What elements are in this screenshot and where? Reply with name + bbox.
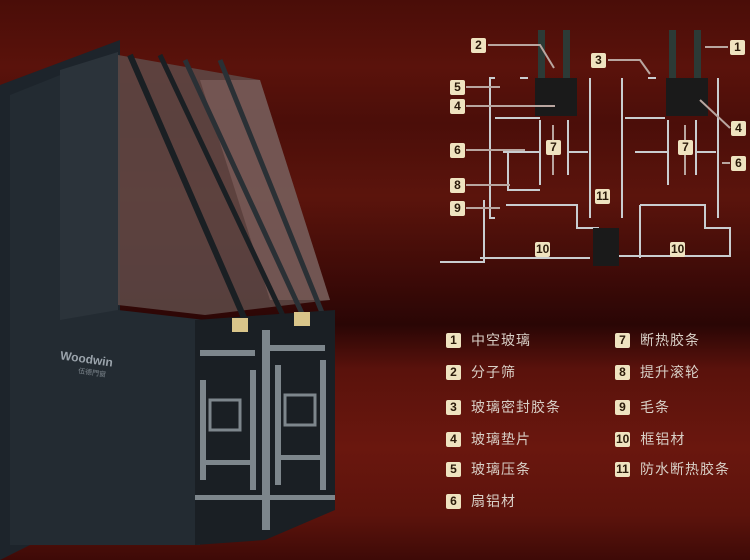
glass-edge xyxy=(157,53,288,322)
legend-text: 提升滚轮 xyxy=(640,365,700,381)
legend-item: 9 毛条 xyxy=(615,397,670,417)
callout-4-left: 4 xyxy=(450,99,465,114)
legend-number: 2 xyxy=(446,364,461,380)
callout-2: 2 xyxy=(471,38,486,53)
callout-5: 5 xyxy=(450,80,465,95)
callout-10-right: 10 xyxy=(670,242,686,257)
legend-item: 2 分子筛 xyxy=(446,362,516,382)
legend-item: 7 断热胶条 xyxy=(615,330,700,350)
frame-inner-edge xyxy=(60,52,118,320)
legend-number: 11 xyxy=(615,461,630,477)
legend-number: 3 xyxy=(446,399,461,415)
glass-spacer xyxy=(232,318,248,332)
profile-chambers xyxy=(195,330,335,530)
legend-text: 玻璃垫片 xyxy=(471,432,531,448)
callout-8: 8 xyxy=(450,178,465,193)
legend-number: 4 xyxy=(446,431,461,447)
legend-item: 3 玻璃密封胶条 xyxy=(446,397,561,417)
callout-6-right: 6 xyxy=(731,156,746,171)
legend-text: 玻璃密封胶条 xyxy=(471,400,561,416)
legend-text: 中空玻璃 xyxy=(471,333,531,349)
legend-number: 9 xyxy=(615,399,630,415)
callout-6-left: 6 xyxy=(450,143,465,158)
callout-9: 9 xyxy=(450,201,465,216)
legend-text: 框铝材 xyxy=(640,432,686,448)
glass-edge xyxy=(182,58,308,322)
glass-edge xyxy=(217,59,328,321)
callout-11: 11 xyxy=(595,189,610,204)
legend-item: 5 玻璃压条 xyxy=(446,459,531,479)
legend-number: 10 xyxy=(615,431,631,447)
legend-number: 5 xyxy=(446,461,461,477)
legend-item: 11 防水断热胶条 xyxy=(615,459,730,479)
legend-number: 8 xyxy=(615,364,630,380)
legend-number: 1 xyxy=(446,332,461,348)
legend-item: 6 扇铝材 xyxy=(446,491,516,511)
callout-7-left: 7 xyxy=(546,140,561,155)
callout-3: 3 xyxy=(591,53,606,68)
legend-item: 10 框铝材 xyxy=(615,429,685,449)
glass-spacer xyxy=(294,312,310,326)
legend-text: 防水断热胶条 xyxy=(640,462,730,478)
callout-7-right: 7 xyxy=(678,140,693,155)
legend-text: 分子筛 xyxy=(471,365,516,381)
glass-edge xyxy=(127,53,248,322)
legend-text: 毛条 xyxy=(640,400,670,416)
legend-item: 1 中空玻璃 xyxy=(446,330,531,350)
legend-number: 6 xyxy=(446,493,461,509)
legend-text: 玻璃压条 xyxy=(471,462,531,478)
callout-1: 1 xyxy=(730,40,745,55)
legend-text: 断热胶条 xyxy=(640,333,700,349)
callout-4-right: 4 xyxy=(731,121,746,136)
callout-10-left: 10 xyxy=(535,242,551,257)
legend-number: 7 xyxy=(615,332,630,348)
cross-section-diagram xyxy=(440,30,731,266)
legend-text: 扇铝材 xyxy=(471,494,516,510)
legend-item: 4 玻璃垫片 xyxy=(446,429,531,449)
legend-item: 8 提升滚轮 xyxy=(615,362,700,382)
glass-reflection xyxy=(200,80,330,300)
